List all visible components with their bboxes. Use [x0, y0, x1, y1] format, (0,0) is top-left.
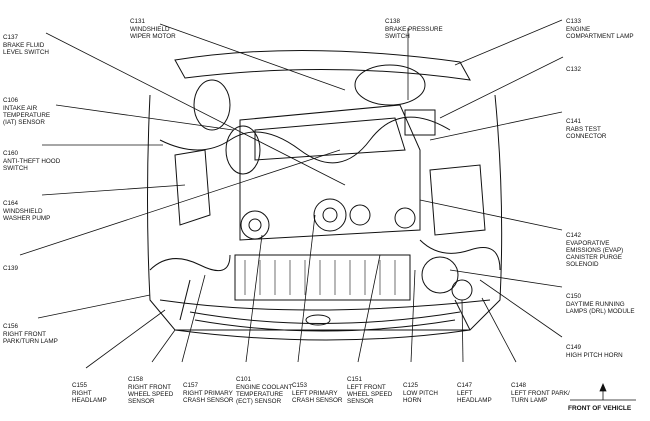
label-c139: C139: [3, 265, 19, 273]
label-c132: C132: [566, 66, 582, 74]
front-of-vehicle-label: FRONT OF VEHICLE: [568, 405, 632, 412]
